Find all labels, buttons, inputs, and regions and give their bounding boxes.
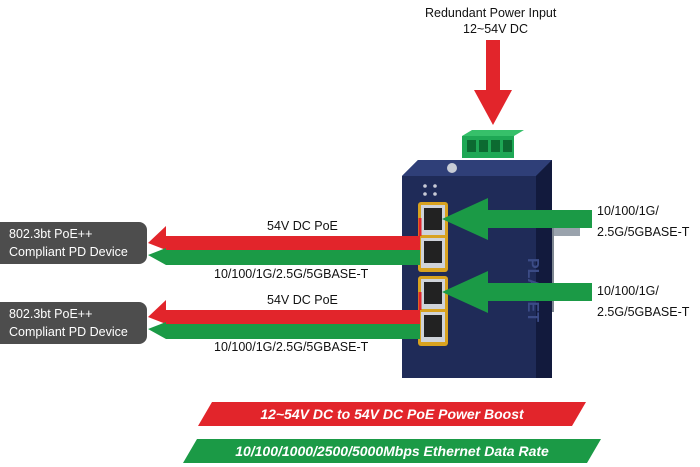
link-1-data-label: 10/100/1G/2.5G/5GBASE-T [214,267,369,281]
data-rate-banner: 10/100/1000/2500/5000Mbps Ethernet Data … [183,439,601,463]
pd-device-1-line2: Compliant PD Device [9,245,128,259]
power-knob [447,163,457,173]
uplink-2-arrow [442,271,592,313]
link-1-poe-label: 54V DC PoE [267,219,338,233]
link-2-poe-label: 54V DC PoE [267,293,338,307]
led [423,184,427,188]
uplink-1-line2: 2.5G/5GBASE-T [597,225,690,239]
power-input-title: Redundant Power Input [425,6,557,20]
link-1-arrows [148,218,422,265]
power-input-arrow [474,40,512,125]
pd-device-2-line2: Compliant PD Device [9,325,128,339]
uplink-1-arrow [442,198,592,240]
pd-device-2-line1: 802.3bt PoE++ [9,307,93,321]
power-input-voltage: 12~54V DC [463,22,528,36]
link-2-arrows [148,292,422,339]
pd-device-1: 802.3bt PoE++ Compliant PD Device [0,222,147,264]
link-2-data-label: 10/100/1G/2.5G/5GBASE-T [214,340,369,354]
uplink-2-line1: 10/100/1G/ [597,284,659,298]
uplink-2-line2: 2.5G/5GBASE-T [597,305,690,319]
poe-injector-device: PLANET [402,160,552,378]
power-boost-banner: 12~54V DC to 54V DC PoE Power Boost [198,402,586,426]
uplink-1-line1: 10/100/1G/ [597,204,659,218]
pd-device-1-line1: 802.3bt PoE++ [9,227,93,241]
pd-device-2: 802.3bt PoE++ Compliant PD Device [0,302,147,344]
power-terminal-block [462,130,524,158]
